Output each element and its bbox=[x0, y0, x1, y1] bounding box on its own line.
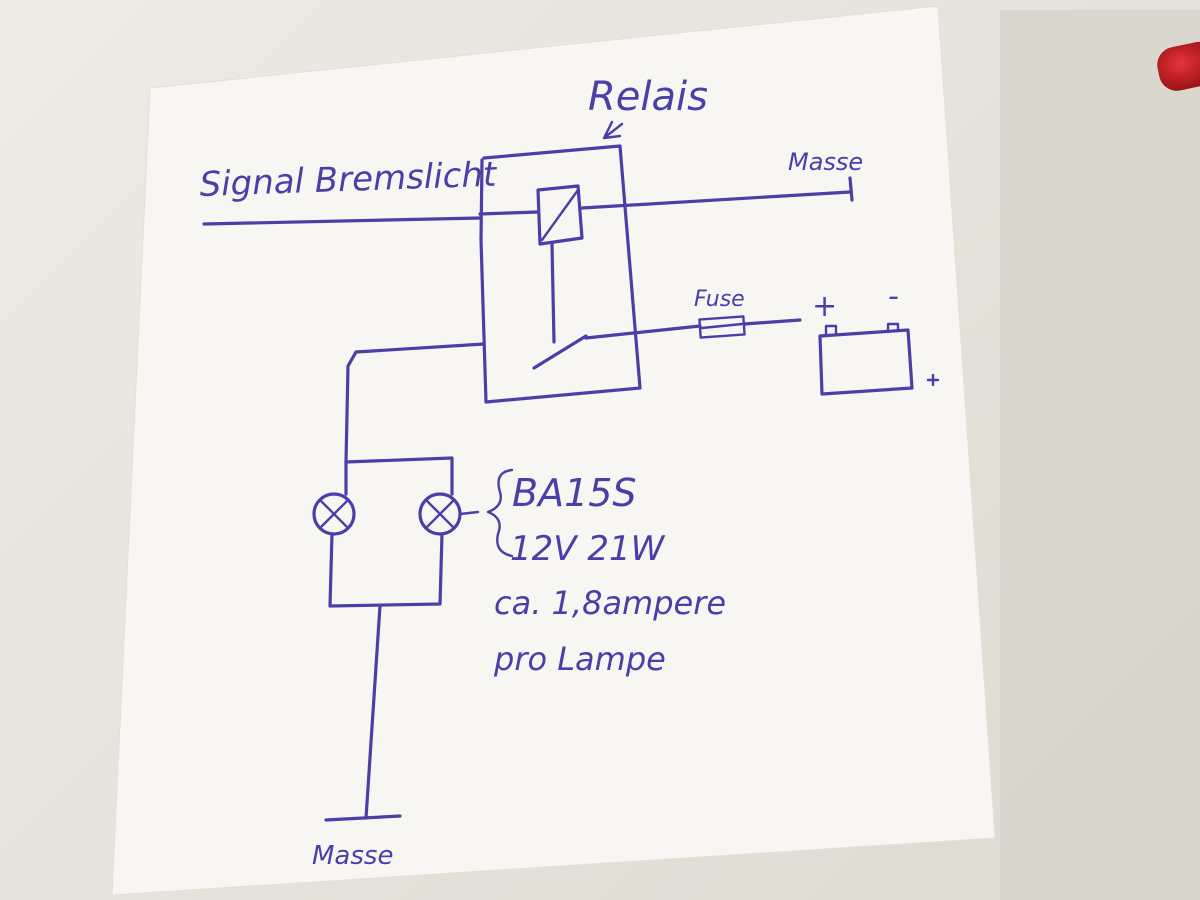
lamp-return-wire bbox=[328, 532, 444, 608]
fuse-to-battery-wire bbox=[742, 318, 802, 326]
lamp-label-leader bbox=[458, 510, 480, 516]
ground-label-top: Masse bbox=[788, 148, 863, 176]
pen-cap-object bbox=[1157, 41, 1200, 91]
signal-brakelight-wire bbox=[202, 216, 482, 226]
relay-coil bbox=[536, 184, 584, 246]
relay-box bbox=[479, 144, 642, 404]
bulb-type-label: BA15S bbox=[512, 471, 637, 515]
lamp-1-symbol bbox=[312, 492, 356, 536]
spec-brace bbox=[486, 468, 514, 558]
relay-pointer-arrow bbox=[602, 120, 624, 140]
lamp-parallel-top-wire bbox=[344, 456, 454, 496]
coil-ground-wire bbox=[580, 190, 852, 210]
battery-plus-label: + bbox=[812, 289, 837, 324]
switch-to-fuse-wire bbox=[584, 324, 702, 340]
relay-switch-contact bbox=[532, 334, 588, 370]
battery-minus-label: - bbox=[888, 279, 899, 314]
battery-symbol bbox=[818, 322, 914, 396]
relay-label: Relais bbox=[588, 74, 708, 120]
relay-armature-link bbox=[550, 242, 556, 344]
current-label: ca. 1,8ampere bbox=[494, 584, 726, 622]
lamp-to-ground-wire bbox=[364, 604, 382, 820]
per-lamp-label: pro Lampe bbox=[493, 640, 666, 678]
fuse-label: Fuse bbox=[694, 287, 745, 312]
relay-to-lamps-wire bbox=[344, 342, 486, 464]
bulb-rating-label: 12V 21W bbox=[510, 529, 666, 569]
ground-mark-top bbox=[848, 176, 854, 202]
ground-label-bottom: Masse bbox=[312, 841, 393, 871]
ground-mark-bottom bbox=[324, 814, 402, 822]
paper-sheet bbox=[111, 5, 996, 896]
stray-mark bbox=[926, 373, 940, 387]
signal-to-coil-wire bbox=[478, 210, 540, 216]
paper-shadow bbox=[1000, 10, 1200, 900]
